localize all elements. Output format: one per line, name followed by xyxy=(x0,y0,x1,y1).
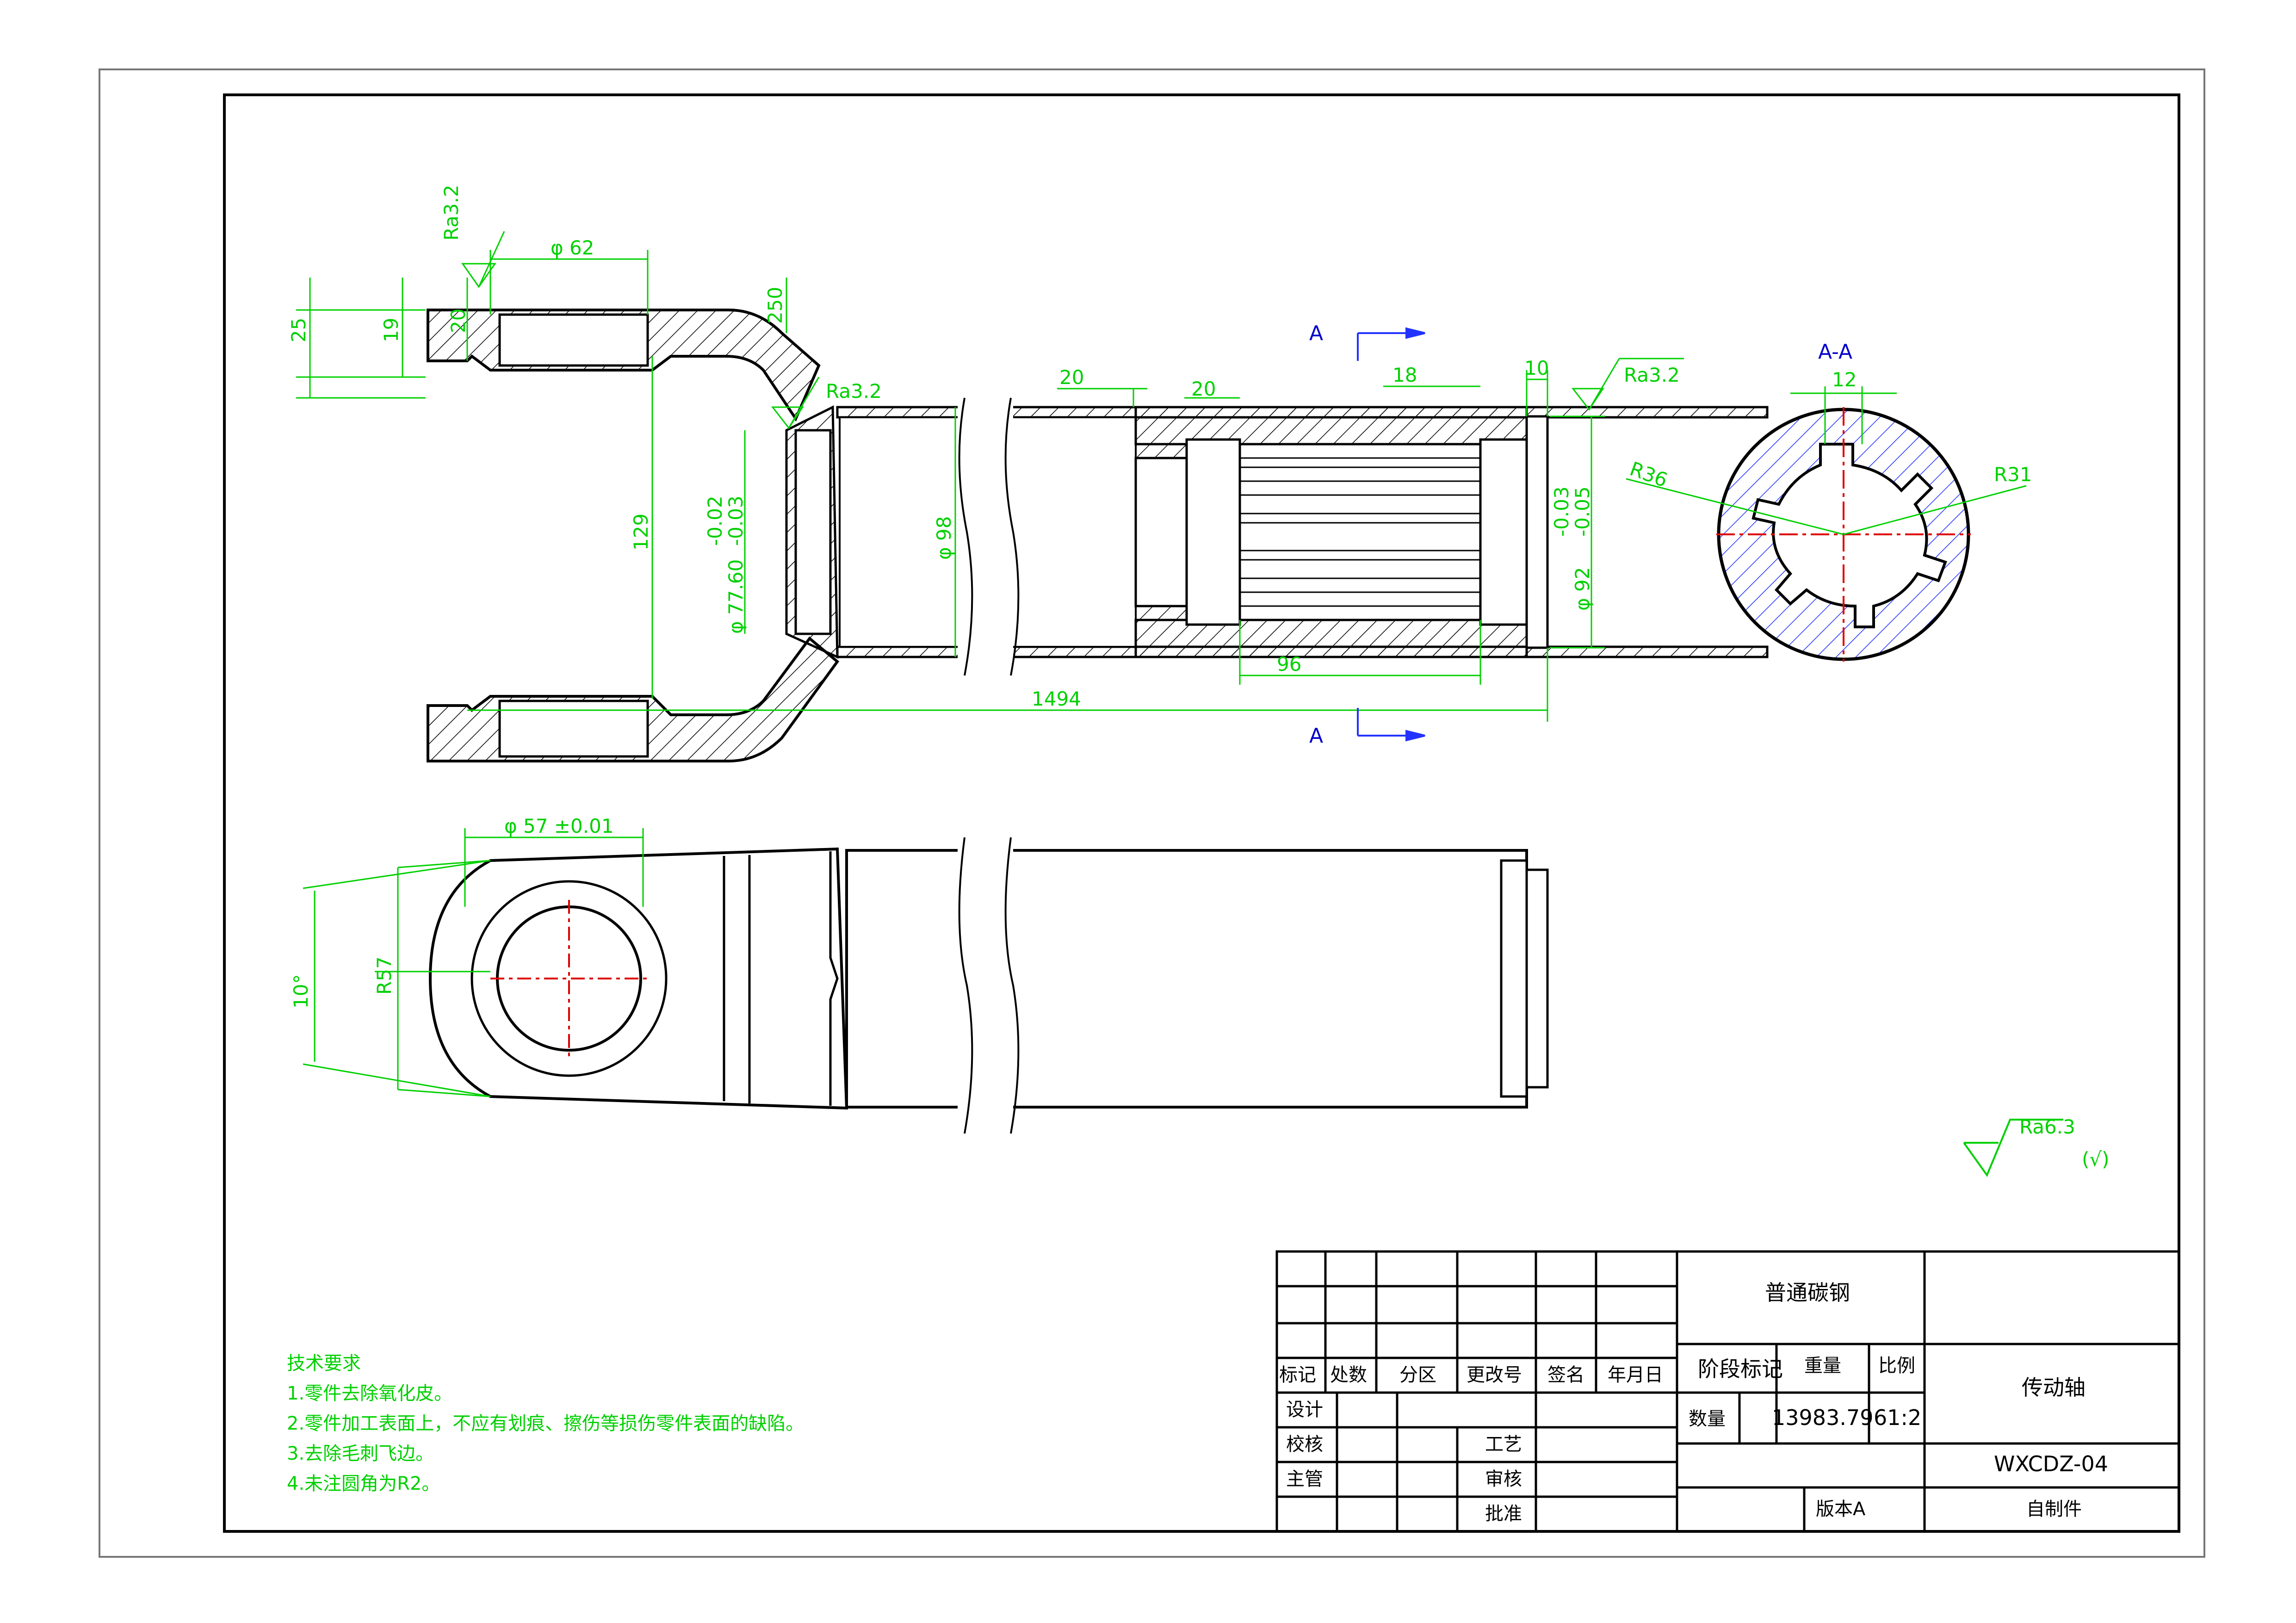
dim-96: 96 xyxy=(1277,653,1301,675)
dim-ra32-top: Ra3.2 xyxy=(440,185,463,241)
spline-end-ring xyxy=(1479,438,1528,626)
notes-item-1: 1.零件去除氧化皮。 xyxy=(287,1383,452,1404)
dim-ra32-mid: Ra3.2 xyxy=(826,380,882,403)
inner-frame xyxy=(223,93,2180,1533)
section-title: A-A xyxy=(1818,340,1852,364)
side-end-step xyxy=(1500,859,1528,1098)
tb-header-zone: 分区 xyxy=(1399,1364,1436,1386)
dim-20-b: 20 xyxy=(1191,378,1216,400)
global-ra63: Ra6.3 xyxy=(2019,1115,2075,1138)
tb-role-design: 设计 xyxy=(1286,1399,1323,1420)
tb-material: 普通碳钢 xyxy=(1765,1280,1850,1305)
section-arrow-a-top: A xyxy=(1309,322,1323,345)
spline-tooth-lines xyxy=(1240,457,1480,607)
tb-scale: 比例 xyxy=(1878,1355,1915,1376)
dim-19: 19 xyxy=(380,318,402,342)
global-ra-note: (√) xyxy=(2082,1148,2110,1171)
tb-scale-value: 61:2 xyxy=(1874,1405,1921,1430)
notes-item-2: 2.零件加工表面上，不应有划痕、擦伤等损伤零件表面的缺陷。 xyxy=(287,1413,804,1434)
side-dim-lines xyxy=(303,828,644,1097)
tb-role-approve: 批准 xyxy=(1485,1503,1522,1524)
spline-bore-left-hatch-bottom xyxy=(1135,605,1188,621)
spline-bore-left-hatch-top xyxy=(1135,443,1188,459)
tb-quantity: 数量 xyxy=(1689,1408,1726,1430)
section-r31: R31 xyxy=(1994,463,2032,486)
spline-teeth-area xyxy=(1238,443,1482,621)
side-break-line-1 xyxy=(958,837,973,1134)
section-arrow-a-bottom: A xyxy=(1309,724,1323,748)
section-arrows xyxy=(1357,327,1425,742)
dim-20-fork: 20 xyxy=(447,309,470,333)
dim-18: 18 xyxy=(1392,364,1417,386)
dim-1494: 1494 xyxy=(1032,688,1081,710)
dim-25: 25 xyxy=(287,318,310,342)
tb-weight-value: 13983.79 xyxy=(1772,1405,1874,1430)
break-gap xyxy=(958,398,1013,675)
dim-10: 10 xyxy=(1524,357,1549,379)
dim-tol-003: -0.03 xyxy=(724,496,747,546)
dim-tol-003-right: -0.03 xyxy=(1550,486,1573,537)
tb-header-mark: 标记 xyxy=(1279,1364,1316,1386)
neck-bore xyxy=(794,429,832,635)
section-dim-lines xyxy=(1626,386,2027,535)
outer-frame xyxy=(99,68,2205,1558)
global-surface-finish xyxy=(1963,1119,2063,1177)
tb-stage-mark: 阶段标记 xyxy=(1698,1357,1783,1381)
section-width-12: 12 xyxy=(1832,368,1857,391)
dim-phi62: φ 62 xyxy=(551,236,594,259)
lower-bore xyxy=(498,700,649,758)
notes-title: 技术要求 xyxy=(287,1353,361,1374)
section-aa: A-A 12 R36 R31 xyxy=(1626,340,2032,662)
dim-20-a: 20 xyxy=(1059,366,1084,389)
dim-ra32-right: Ra3.2 xyxy=(1624,364,1680,386)
tb-role-review: 审核 xyxy=(1485,1468,1522,1490)
tb-version: 版本A xyxy=(1816,1499,1866,1520)
tb-part-name: 传动轴 xyxy=(2022,1375,2086,1400)
spline-end-cap xyxy=(1525,415,1549,649)
dim-phi7760: φ 77.60 xyxy=(724,559,747,634)
tb-role-process: 工艺 xyxy=(1485,1434,1522,1455)
tb-drawing-number: WXCDZ-04 xyxy=(1994,1451,2108,1476)
break-line-1 xyxy=(958,397,973,676)
title-block xyxy=(1275,1250,2180,1533)
side-boss-circle xyxy=(470,880,668,1077)
side-r57: R57 xyxy=(373,956,396,995)
dim-tol-005-right: -0.05 xyxy=(1571,486,1594,537)
dim-250: 250 xyxy=(764,287,786,324)
top-view: φ 62 Ra3.2 25 19 20 250 Ra3.2 129 -0.02 … xyxy=(287,185,1769,762)
dim-129: 129 xyxy=(630,514,652,551)
tb-source: 自制件 xyxy=(2026,1499,2082,1520)
side-break-line-2 xyxy=(1004,837,1020,1134)
tb-header-sign: 签名 xyxy=(1547,1364,1584,1386)
side-waist xyxy=(829,851,839,1106)
upper-bore xyxy=(498,313,649,367)
tb-header-count: 处数 xyxy=(1330,1364,1367,1386)
break-line-2 xyxy=(1004,397,1020,676)
dim-tol-002: -0.02 xyxy=(704,496,726,546)
dim-phi92: φ 92 xyxy=(1571,567,1594,611)
side-view: φ 57 ±0.01 R57 10° xyxy=(290,815,1549,1134)
spline-groove-ring xyxy=(1185,438,1241,626)
notes-item-4: 4.未注圆角为R2。 xyxy=(287,1473,440,1494)
side-shaft xyxy=(845,849,1528,1109)
tb-header-date: 年月日 xyxy=(1608,1364,1663,1386)
notes-item-3: 3.去除毛刺飞边。 xyxy=(287,1443,434,1464)
section-spline-hole xyxy=(1751,443,1947,628)
dim-phi98: φ 98 xyxy=(933,516,955,560)
section-r36: R36 xyxy=(1627,457,1671,491)
surface-finish-symbols xyxy=(461,231,1684,429)
tb-role-check: 校核 xyxy=(1286,1434,1323,1455)
tb-weight: 重量 xyxy=(1804,1355,1841,1376)
tb-header-change: 更改号 xyxy=(1467,1364,1522,1386)
spline-bore-left xyxy=(1134,457,1188,607)
side-phi57: φ 57 ±0.01 xyxy=(504,815,614,837)
tb-role-head: 主管 xyxy=(1286,1468,1323,1490)
side-end-cap xyxy=(1525,868,1549,1089)
side-angle-10: 10° xyxy=(290,974,312,1009)
